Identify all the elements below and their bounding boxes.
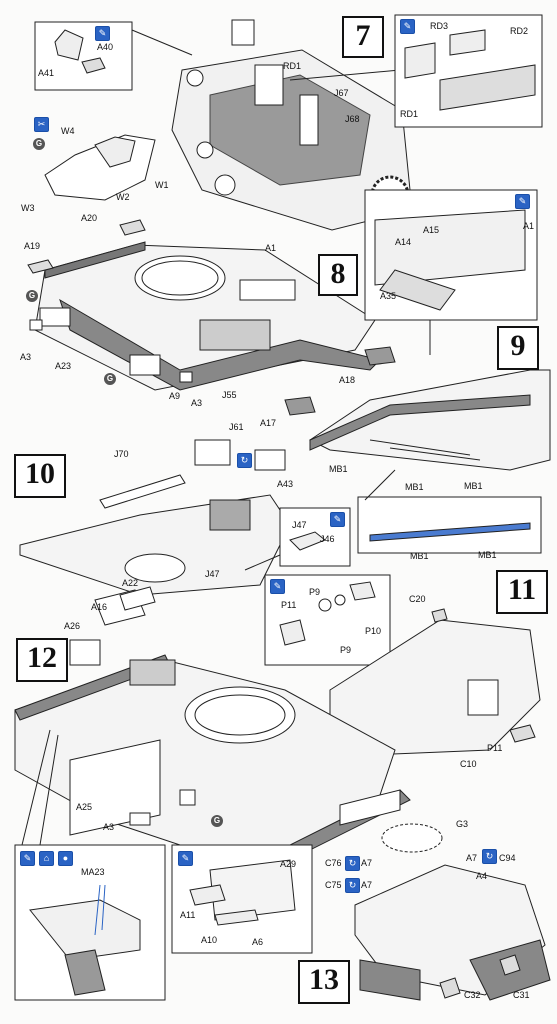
part-label: A18 — [339, 375, 356, 385]
part-label: A20 — [81, 213, 98, 223]
glue-icon: G — [104, 373, 116, 385]
part-label: MB1 — [329, 464, 348, 474]
part-label: A6 — [252, 937, 264, 947]
part-label: A35 — [380, 291, 397, 301]
part-label: C10 — [460, 759, 477, 769]
part-label: RD1 — [283, 61, 302, 71]
paint-brush-icon: ✎ — [400, 19, 415, 34]
part-label: A3 — [103, 822, 115, 832]
part-label: A41 — [38, 68, 55, 78]
part-label: J47 — [205, 569, 220, 579]
part-label: A4 — [476, 871, 488, 881]
part-label: A22 — [122, 578, 139, 588]
part-label: A7 — [361, 880, 373, 890]
part-label: A11 — [180, 910, 196, 920]
part-label: A10 — [201, 935, 218, 945]
step-12-number: 12 — [16, 638, 68, 682]
part-label: J67 — [334, 88, 349, 98]
part-label: C94 — [499, 853, 516, 863]
part-label: A43 — [277, 479, 294, 489]
part-label: P11 — [487, 743, 503, 753]
glue-icon: G — [26, 290, 38, 302]
part-label: A40 — [97, 42, 114, 52]
paint-brush-icon: ✎ — [515, 194, 530, 209]
part-label: C20 — [409, 594, 426, 604]
part-label: MB1 — [405, 482, 424, 492]
step-11-number: 11 — [496, 570, 548, 614]
step-10-number: 10 — [14, 454, 66, 498]
part-label: G3 — [456, 819, 469, 829]
part-label: A26 — [64, 621, 81, 631]
part-label: A19 — [24, 241, 41, 251]
part-label: P11 — [281, 600, 297, 610]
part-label: W3 — [21, 203, 35, 213]
part-label: RD2 — [510, 26, 529, 36]
part-label: C76 — [325, 858, 342, 868]
glue-icon: G — [211, 815, 223, 827]
part-label: A3 — [191, 398, 203, 408]
step-9-number: 9 — [497, 326, 539, 370]
part-label: C75 — [325, 880, 342, 890]
cut-icon: ✂ — [34, 117, 49, 132]
part-label: P10 — [365, 626, 382, 636]
paint-brush-icon: ✎ — [95, 26, 110, 41]
part-label: W4 — [61, 126, 75, 136]
part-label: RD3 — [430, 21, 449, 31]
part-label: A3 — [20, 352, 32, 362]
part-label: A16 — [91, 602, 108, 612]
rotate-icon: ↻ — [237, 453, 252, 468]
rotate-icon: ↻ — [345, 856, 360, 871]
part-label: C32 — [464, 990, 481, 1000]
part-label: A15 — [423, 225, 440, 235]
part-label: MB1 — [464, 481, 483, 491]
part-label: A9 — [169, 391, 181, 401]
part-label: MB1 — [410, 551, 429, 561]
part-label: A1 — [265, 243, 277, 253]
part-label: J61 — [229, 422, 244, 432]
part-label: MA23 — [81, 867, 105, 877]
part-label: J70 — [114, 449, 129, 459]
glue-icon: ● — [58, 851, 73, 866]
part-label: A7 — [466, 853, 478, 863]
part-label: RD1 — [400, 109, 419, 119]
step-8-number: 8 — [318, 254, 358, 296]
part-label: A25 — [76, 802, 93, 812]
part-label: MB1 — [478, 550, 497, 560]
part-label: P9 — [340, 645, 352, 655]
step-13-number: 13 — [298, 960, 350, 1004]
glue-icon: G — [33, 138, 45, 150]
part-label: J68 — [345, 114, 360, 124]
part-label: W2 — [116, 192, 130, 202]
part-label: A1 — [523, 221, 535, 231]
part-label: A7 — [361, 858, 373, 868]
part-label: P9 — [309, 587, 321, 597]
part-label: A23 — [55, 361, 72, 371]
paint-brush-icon: ✎ — [330, 512, 345, 527]
paint-brush-icon: ✎ — [178, 851, 193, 866]
part-label: A17 — [260, 418, 277, 428]
part-label: C31 — [513, 990, 530, 1000]
paint-brush-icon: ✎ — [270, 579, 285, 594]
part-label: A29 — [280, 859, 297, 869]
part-label: W1 — [155, 180, 169, 190]
rotate-icon: ↻ — [345, 878, 360, 893]
rotate-icon: ↻ — [482, 849, 497, 864]
part-label: J46 — [320, 534, 335, 544]
drill-icon: ⌂ — [39, 851, 54, 866]
part-label: J55 — [222, 390, 237, 400]
part-label: A14 — [395, 237, 412, 247]
part-label: J47 — [292, 520, 307, 530]
paint-brush-icon: ✎ — [20, 851, 35, 866]
step-7-number: 7 — [342, 16, 384, 58]
